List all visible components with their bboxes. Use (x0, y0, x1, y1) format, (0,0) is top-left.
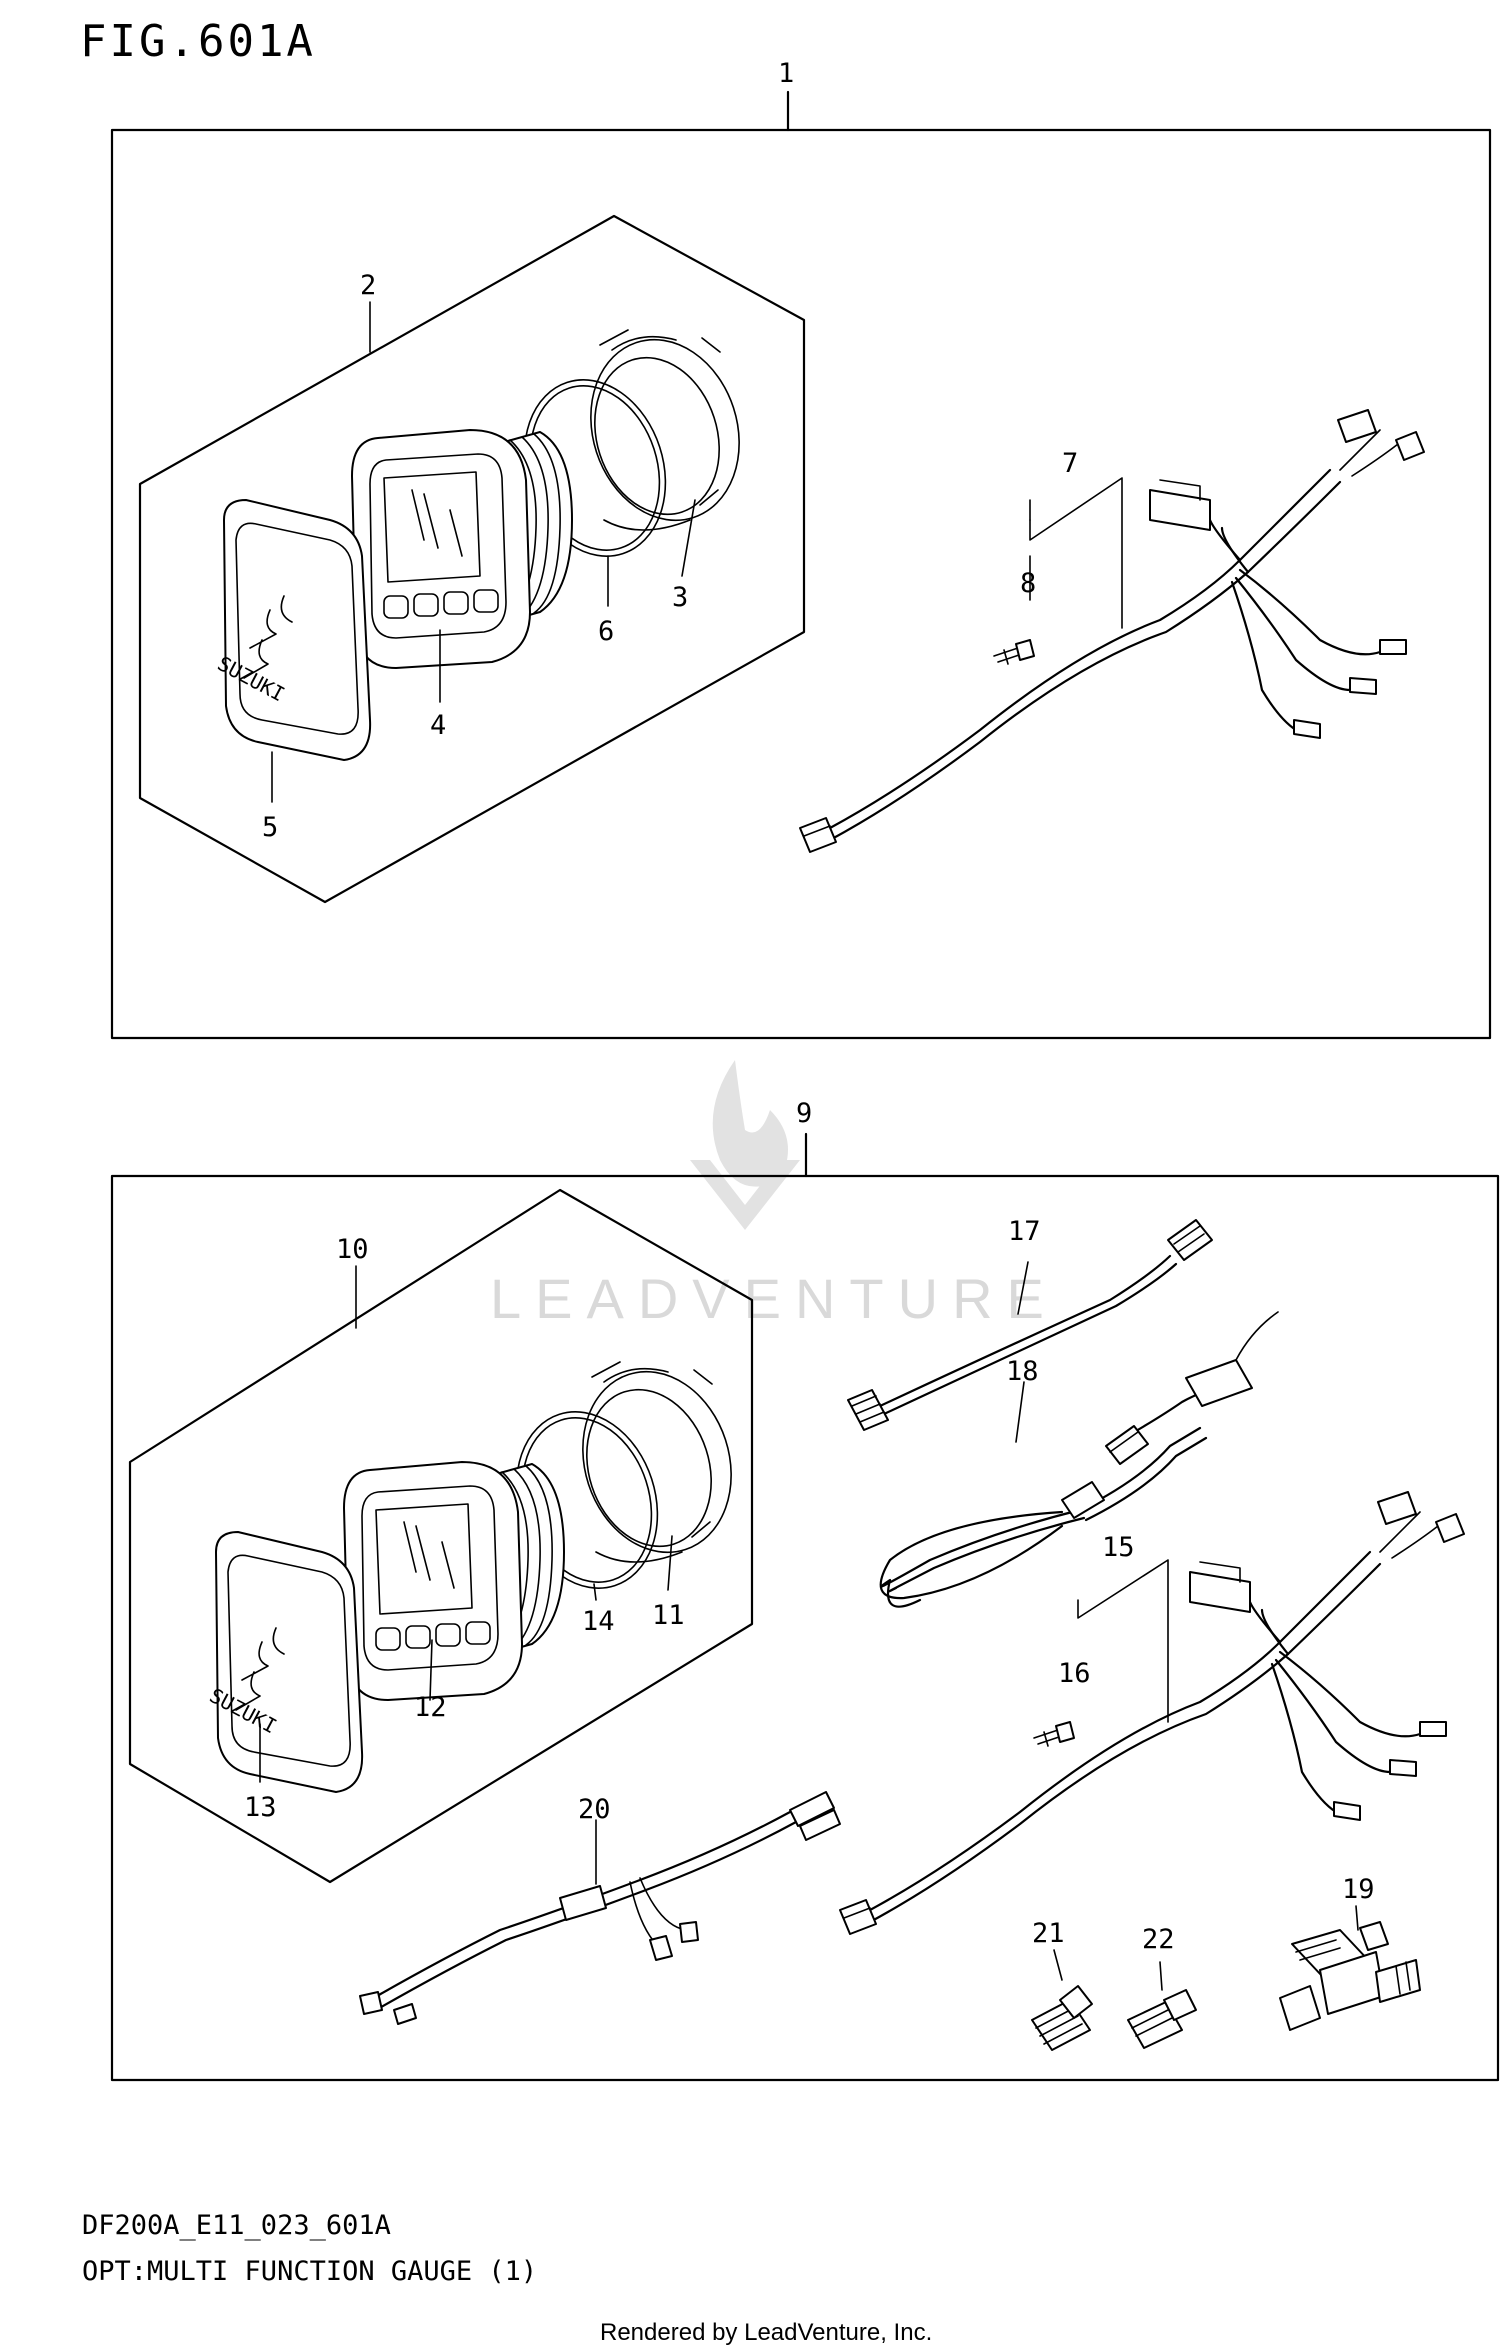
callout-2: 2 (360, 270, 376, 301)
gauge-assembly-1 (223, 319, 763, 761)
gauge-assembly-2 (215, 1351, 755, 1793)
terminator-22 (1127, 1989, 1197, 2049)
callout-12: 12 (414, 1692, 447, 1723)
callout-10: 10 (336, 1234, 369, 1265)
callout-6: 6 (598, 616, 614, 647)
power-cable-20 (359, 1791, 841, 2025)
figure-description: OPT:MULTI FUNCTION GAUGE (1) (82, 2256, 537, 2287)
sensor-cable-18 (879, 1311, 1279, 1608)
callout-5: 5 (262, 812, 278, 843)
kit-frame-10 (128, 1188, 754, 1884)
callout-11: 11 (652, 1600, 685, 1631)
callout-19: 19 (1342, 1874, 1375, 1905)
callout-15: 15 (1102, 1532, 1135, 1563)
terminator-21 (1031, 1985, 1093, 2051)
callout-3: 3 (672, 582, 688, 613)
watermark: LEADVENTURE (490, 1060, 1058, 1330)
callout-20: 20 (578, 1794, 611, 1825)
figure-title: FIG.601A (80, 16, 316, 67)
callout-21: 21 (1032, 1918, 1065, 1949)
callout-17: 17 (1008, 1216, 1041, 1247)
kit-frame-2 (138, 214, 806, 904)
data-cable-17 (847, 1219, 1213, 1431)
callout-9: 9 (796, 1098, 812, 1129)
wiring-harness-1 (798, 408, 1426, 854)
callout-1: 1 (778, 58, 794, 89)
callout-16: 16 (1058, 1658, 1091, 1689)
figure-code: DF200A_E11_023_601A (82, 2210, 391, 2241)
callout-13: 13 (244, 1792, 277, 1823)
cable-18-loop (879, 1510, 1064, 1600)
kit-frame-1 (110, 128, 1492, 1040)
rendered-by: Rendered by LeadVenture, Inc. (600, 2319, 932, 2346)
callout-8: 8 (1020, 568, 1036, 599)
callout-22: 22 (1142, 1924, 1175, 1955)
callout-4: 4 (430, 710, 446, 741)
callout-14: 14 (582, 1606, 615, 1637)
callout-7: 7 (1062, 448, 1078, 479)
callout-18: 18 (1006, 1356, 1039, 1387)
watermark-text: LEADVENTURE (490, 1267, 1058, 1330)
tee-connector-19 (1279, 1921, 1421, 2031)
